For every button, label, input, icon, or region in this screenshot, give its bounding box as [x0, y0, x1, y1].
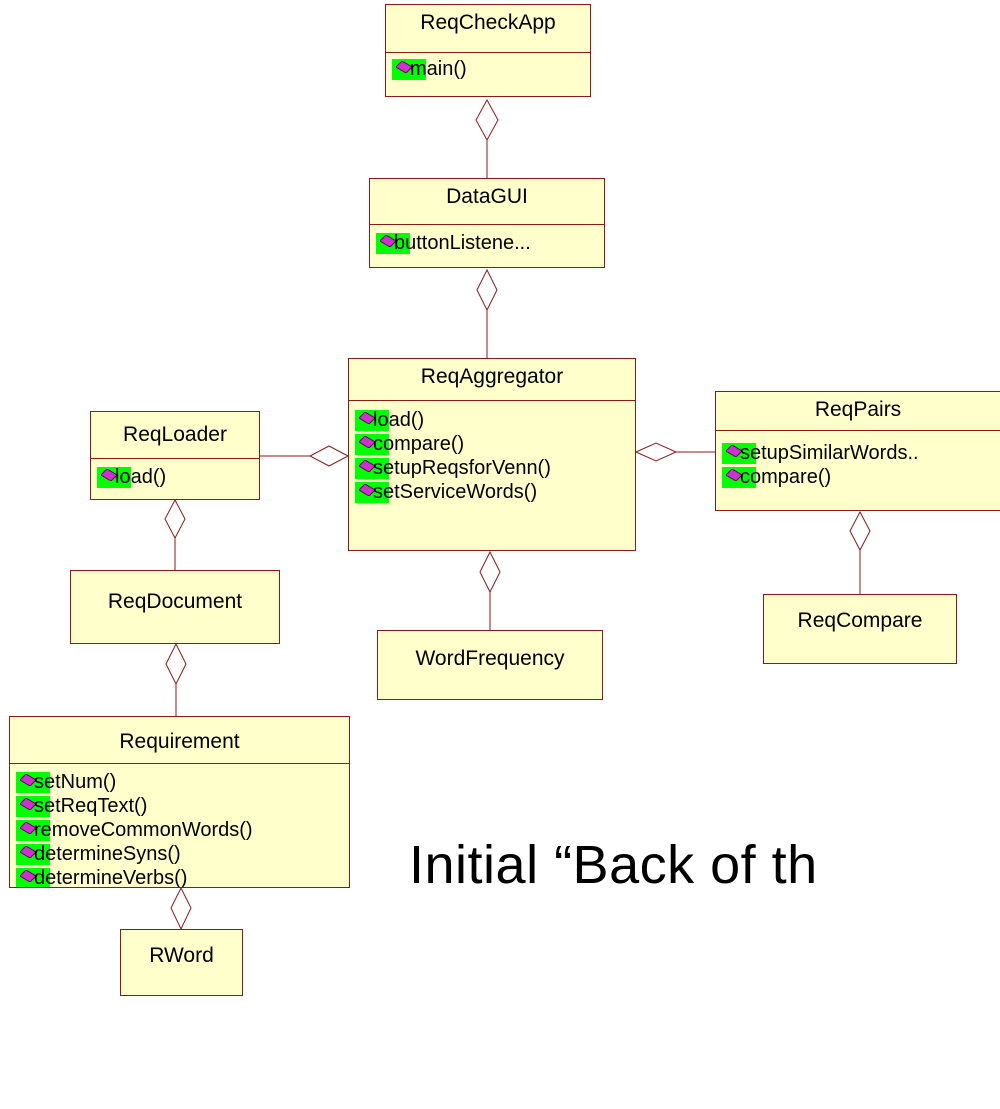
operation-item[interactable]: removeCommonWords() [10, 818, 349, 842]
class-requirement[interactable]: Requirement setNum() setReqText() remove… [9, 716, 350, 888]
operation-label: compare() [740, 466, 832, 488]
operations-compartment: setNum() setReqText() removeCommonWords(… [10, 763, 349, 887]
class-name: DataGUI [446, 185, 528, 208]
operations-compartment: load() compare() setupReqsforVenn() setS… [349, 400, 635, 550]
operation-label: load() [115, 466, 167, 488]
operation-diamond-icon [722, 443, 756, 464]
class-name: ReqLoader [123, 423, 227, 446]
class-reqcheckapp[interactable]: ReqCheckApp main() [385, 4, 591, 97]
class-rword[interactable]: RWord [120, 929, 243, 996]
operations-compartment: setupSimilarWords.. compare() [716, 430, 1000, 510]
class-reqaggregator[interactable]: ReqAggregator load() compare() setupReqs… [348, 358, 636, 551]
class-wordfrequency[interactable]: WordFrequency [377, 630, 603, 700]
operation-diamond-icon [355, 410, 389, 431]
class-reqpairs[interactable]: ReqPairs setupSimilarWords.. compare() [715, 391, 1000, 511]
operation-label: determineVerbs() [34, 867, 188, 887]
operation-diamond-icon [355, 458, 389, 479]
operation-diamond-icon [722, 467, 756, 488]
operation-diamond-icon [16, 796, 50, 817]
operation-diamond-icon [16, 844, 50, 865]
operation-diamond-icon [97, 467, 131, 488]
class-name: ReqAggregator [420, 365, 564, 388]
operation-item[interactable]: determineSyns() [10, 842, 349, 866]
operation-item[interactable]: determineVerbs() [10, 866, 349, 887]
operation-diamond-icon [355, 482, 389, 503]
operation-label: setServiceWords() [373, 481, 538, 503]
operation-item[interactable]: compare() [716, 465, 1000, 489]
class-name: ReqCompare [797, 609, 923, 632]
operation-diamond-icon [355, 434, 389, 455]
operation-item[interactable]: setupReqsforVenn() [349, 456, 635, 480]
aggregation-diamond-icon [849, 510, 871, 552]
operation-diamond-icon [16, 772, 50, 793]
operation-item[interactable]: setReqText() [10, 794, 349, 818]
operation-label: main() [410, 58, 467, 80]
aggregation-diamond-icon [308, 445, 350, 467]
operation-item[interactable]: compare() [349, 432, 635, 456]
class-reqloader[interactable]: ReqLoader load() [90, 411, 260, 500]
operation-item[interactable]: setNum() [10, 770, 349, 794]
slide-title: Initial “Back of th [409, 835, 818, 895]
aggregation-diamond-icon [165, 642, 187, 686]
operation-label: setNum() [34, 771, 117, 793]
operation-diamond-icon [16, 868, 50, 887]
operation-label: removeCommonWords() [34, 819, 253, 841]
operation-label: load() [373, 409, 425, 431]
operations-compartment: buttonListene... [370, 224, 604, 267]
operation-label: setupSimilarWords.. [740, 442, 919, 464]
operation-item[interactable]: setServiceWords() [349, 480, 635, 504]
aggregation-diamond-icon [476, 268, 498, 312]
class-name: RWord [149, 944, 214, 967]
class-name: WordFrequency [415, 647, 565, 670]
aggregation-diamond-icon [634, 442, 678, 462]
operation-diamond-icon [392, 59, 426, 80]
operations-compartment: main() [386, 52, 590, 96]
operation-diamond-icon [16, 820, 50, 841]
aggregation-diamond-icon [164, 498, 186, 540]
class-datagui[interactable]: DataGUI buttonListene... [369, 178, 605, 268]
operation-item[interactable]: main() [386, 57, 590, 81]
operation-label: determineSyns() [34, 843, 181, 865]
class-name: ReqPairs [814, 398, 902, 421]
class-name: ReqCheckApp [420, 11, 556, 34]
class-reqdocument[interactable]: ReqDocument [70, 570, 280, 644]
operation-item[interactable]: load() [91, 465, 259, 489]
operation-label: compare() [373, 433, 465, 455]
operations-compartment: load() [91, 458, 259, 499]
aggregation-diamond-icon [170, 886, 192, 931]
operation-item[interactable]: setupSimilarWords.. [716, 441, 1000, 465]
operation-item[interactable]: load() [349, 408, 635, 432]
class-name: ReqDocument [107, 590, 243, 613]
aggregation-diamond-icon [475, 98, 499, 142]
operation-label: setupReqsforVenn() [373, 457, 551, 479]
operation-diamond-icon [376, 233, 410, 254]
aggregation-diamond-icon [479, 550, 501, 594]
class-name: Requirement [119, 730, 240, 753]
class-reqcompare[interactable]: ReqCompare [763, 594, 957, 664]
operation-label: buttonListene... [394, 232, 531, 254]
operation-item[interactable]: buttonListene... [370, 231, 604, 255]
operation-label: setReqText() [34, 795, 148, 817]
